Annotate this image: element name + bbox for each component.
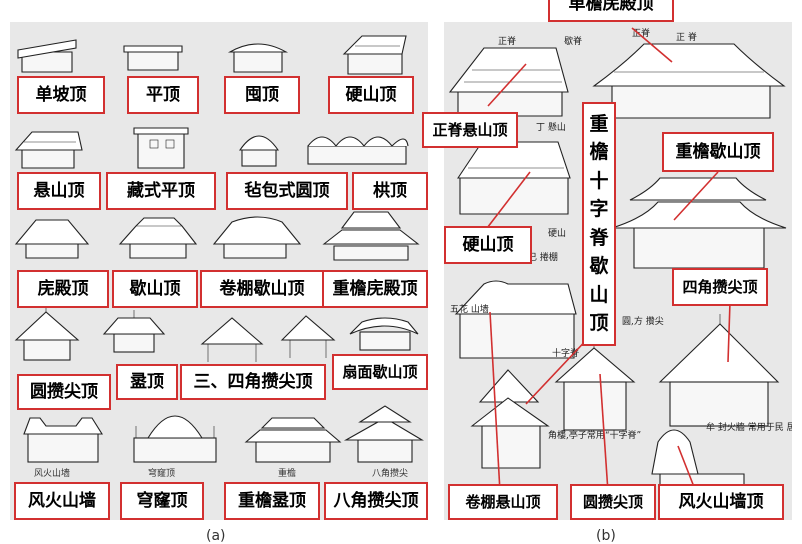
label-yuanzuanjian-b: 圆攒尖顶 bbox=[570, 484, 656, 520]
label-sijiao: 四角攒尖顶 bbox=[672, 268, 768, 306]
note-fenghuo: 牟 封火牆 常用于民 居 bbox=[706, 421, 792, 433]
label-fenghuo: 风火山墙 bbox=[14, 482, 110, 520]
label-chongyan-lu: 重檐盝顶 bbox=[224, 482, 320, 520]
label-chongyan-xieshan: 重檐歇山顶 bbox=[662, 132, 774, 172]
fenghuo-roof-drawing bbox=[23, 417, 103, 463]
qionglong-roof-drawing bbox=[133, 415, 217, 463]
juanpeng-xuanshan-drawing bbox=[454, 280, 577, 359]
label-danyan-wudian: 单檐庑殿顶 bbox=[548, 0, 674, 22]
gong-roof-drawing bbox=[307, 136, 409, 165]
label-danpo: 单坡顶 bbox=[17, 76, 105, 114]
chongyan-wudian-roof-drawing bbox=[322, 211, 420, 261]
panel-b: 正脊 歇脊 正脊 正 脊 丁 懸山 硬山 已 捲棚 圓,方 攢尖 五花 山墙 十… bbox=[422, 22, 792, 520]
bajiao-roof-drawing bbox=[343, 405, 425, 463]
caption-chongyan: 重檐 bbox=[278, 469, 297, 479]
label-zangshi: 藏式平顶 bbox=[106, 172, 216, 210]
label-yingshan: 硬山顶 bbox=[328, 76, 414, 114]
sijiao-drawing bbox=[658, 314, 780, 427]
chongyan-lu-roof-drawing bbox=[244, 417, 342, 463]
guo-roof-drawing bbox=[227, 43, 289, 73]
label-gong: 栱顶 bbox=[352, 172, 428, 210]
label-lu: 盝顶 bbox=[116, 364, 178, 400]
label-shanmian: 扇面歇山顶 bbox=[332, 354, 428, 390]
yuanzuanjian-roof-drawing bbox=[14, 306, 80, 361]
label-chongyan-wudian: 重檐庑殿顶 bbox=[322, 270, 428, 308]
panel-a-mark: (a) bbox=[206, 528, 226, 544]
note-yingshan: 硬山 bbox=[548, 228, 566, 239]
label-xuanshan: 悬山顶 bbox=[17, 172, 101, 210]
label-bajiao: 八角攒尖顶 bbox=[324, 482, 428, 520]
label-qionglong: 穹窿顶 bbox=[120, 482, 204, 520]
label-zhanbao: 毡包式圆顶 bbox=[226, 172, 348, 210]
yingshan-roof-drawing bbox=[342, 35, 407, 75]
label-zhengji-xuanshan: 正脊悬山顶 bbox=[422, 112, 518, 148]
note-zhengji1: 正脊 bbox=[498, 35, 516, 47]
label-xieshan: 歇山顶 bbox=[112, 270, 198, 308]
label-sansi: 三、四角攒尖顶 bbox=[180, 364, 326, 400]
label-yuanzuanjian: 圆攒尖顶 bbox=[17, 374, 111, 410]
panel-a: 单坡顶 平顶 囤顶 硬山顶 悬山顶 藏式平顶 毡包式圆顶 栱顶 庑殿顶 歇山顶 … bbox=[10, 22, 428, 520]
panel-b-mark: (b) bbox=[596, 528, 616, 544]
panel-a-drawings bbox=[14, 35, 425, 463]
note-zhengji2: 正脊 bbox=[632, 27, 650, 39]
yuanzuanjian-drawing bbox=[554, 338, 636, 431]
note-fangzuan: 圓,方 攢尖 bbox=[622, 315, 664, 327]
caption-bajiao: 八角攒尖 bbox=[372, 469, 409, 479]
zangshi-roof-drawing bbox=[133, 127, 189, 169]
label-fenghuo-b: 风火山墙顶 bbox=[658, 484, 784, 520]
label-guo: 囤顶 bbox=[224, 76, 300, 114]
label-juanpeng: 卷棚歇山顶 bbox=[200, 270, 324, 308]
caption-qionglong: 穹窿顶 bbox=[148, 469, 176, 479]
danyan-wudian-drawing bbox=[592, 43, 786, 119]
xieshan-roof-drawing bbox=[118, 217, 198, 259]
sansi-roof-drawing bbox=[200, 315, 336, 362]
yingshan-drawing bbox=[456, 141, 571, 215]
label-wudian: 庑殿顶 bbox=[17, 270, 109, 308]
label-chongyan-shiziji: 重 檐 十 字 脊 歇 山 顶 bbox=[582, 102, 616, 346]
juanpeng-roof-drawing bbox=[212, 216, 302, 259]
zhanbao-roof-drawing bbox=[238, 135, 280, 167]
caption-fenghuo: 风火山墙 bbox=[34, 469, 71, 479]
zhengji-xuanshan-drawing bbox=[448, 47, 569, 117]
note-jiaolou: 角樓,亭子常用“十字脊” bbox=[548, 429, 641, 441]
note-xieji1: 歇脊 bbox=[564, 35, 582, 47]
lu-roof-drawing bbox=[102, 310, 166, 353]
shizi-drawing bbox=[470, 369, 550, 469]
label-yingshan-b: 硬山顶 bbox=[444, 226, 532, 264]
label-juanpeng-xuanshan: 卷棚悬山顶 bbox=[448, 484, 558, 520]
note-zhengji3: 正 脊 bbox=[676, 31, 697, 43]
wudian-roof-drawing bbox=[14, 219, 90, 259]
xuanshan-roof-drawing bbox=[14, 131, 83, 169]
note-wuhua: 五花 山墙 bbox=[450, 303, 489, 315]
label-ping: 平顶 bbox=[127, 76, 199, 114]
danpo-roof-drawing bbox=[17, 39, 77, 73]
note-dingxuan: 丁 懸山 bbox=[536, 122, 566, 133]
ping-roof-drawing bbox=[123, 45, 183, 71]
chongyan-xieshan-drawing bbox=[611, 177, 787, 269]
note-yijuan: 已 捲棚 bbox=[528, 251, 558, 263]
shanmian-roof-drawing bbox=[349, 317, 419, 351]
